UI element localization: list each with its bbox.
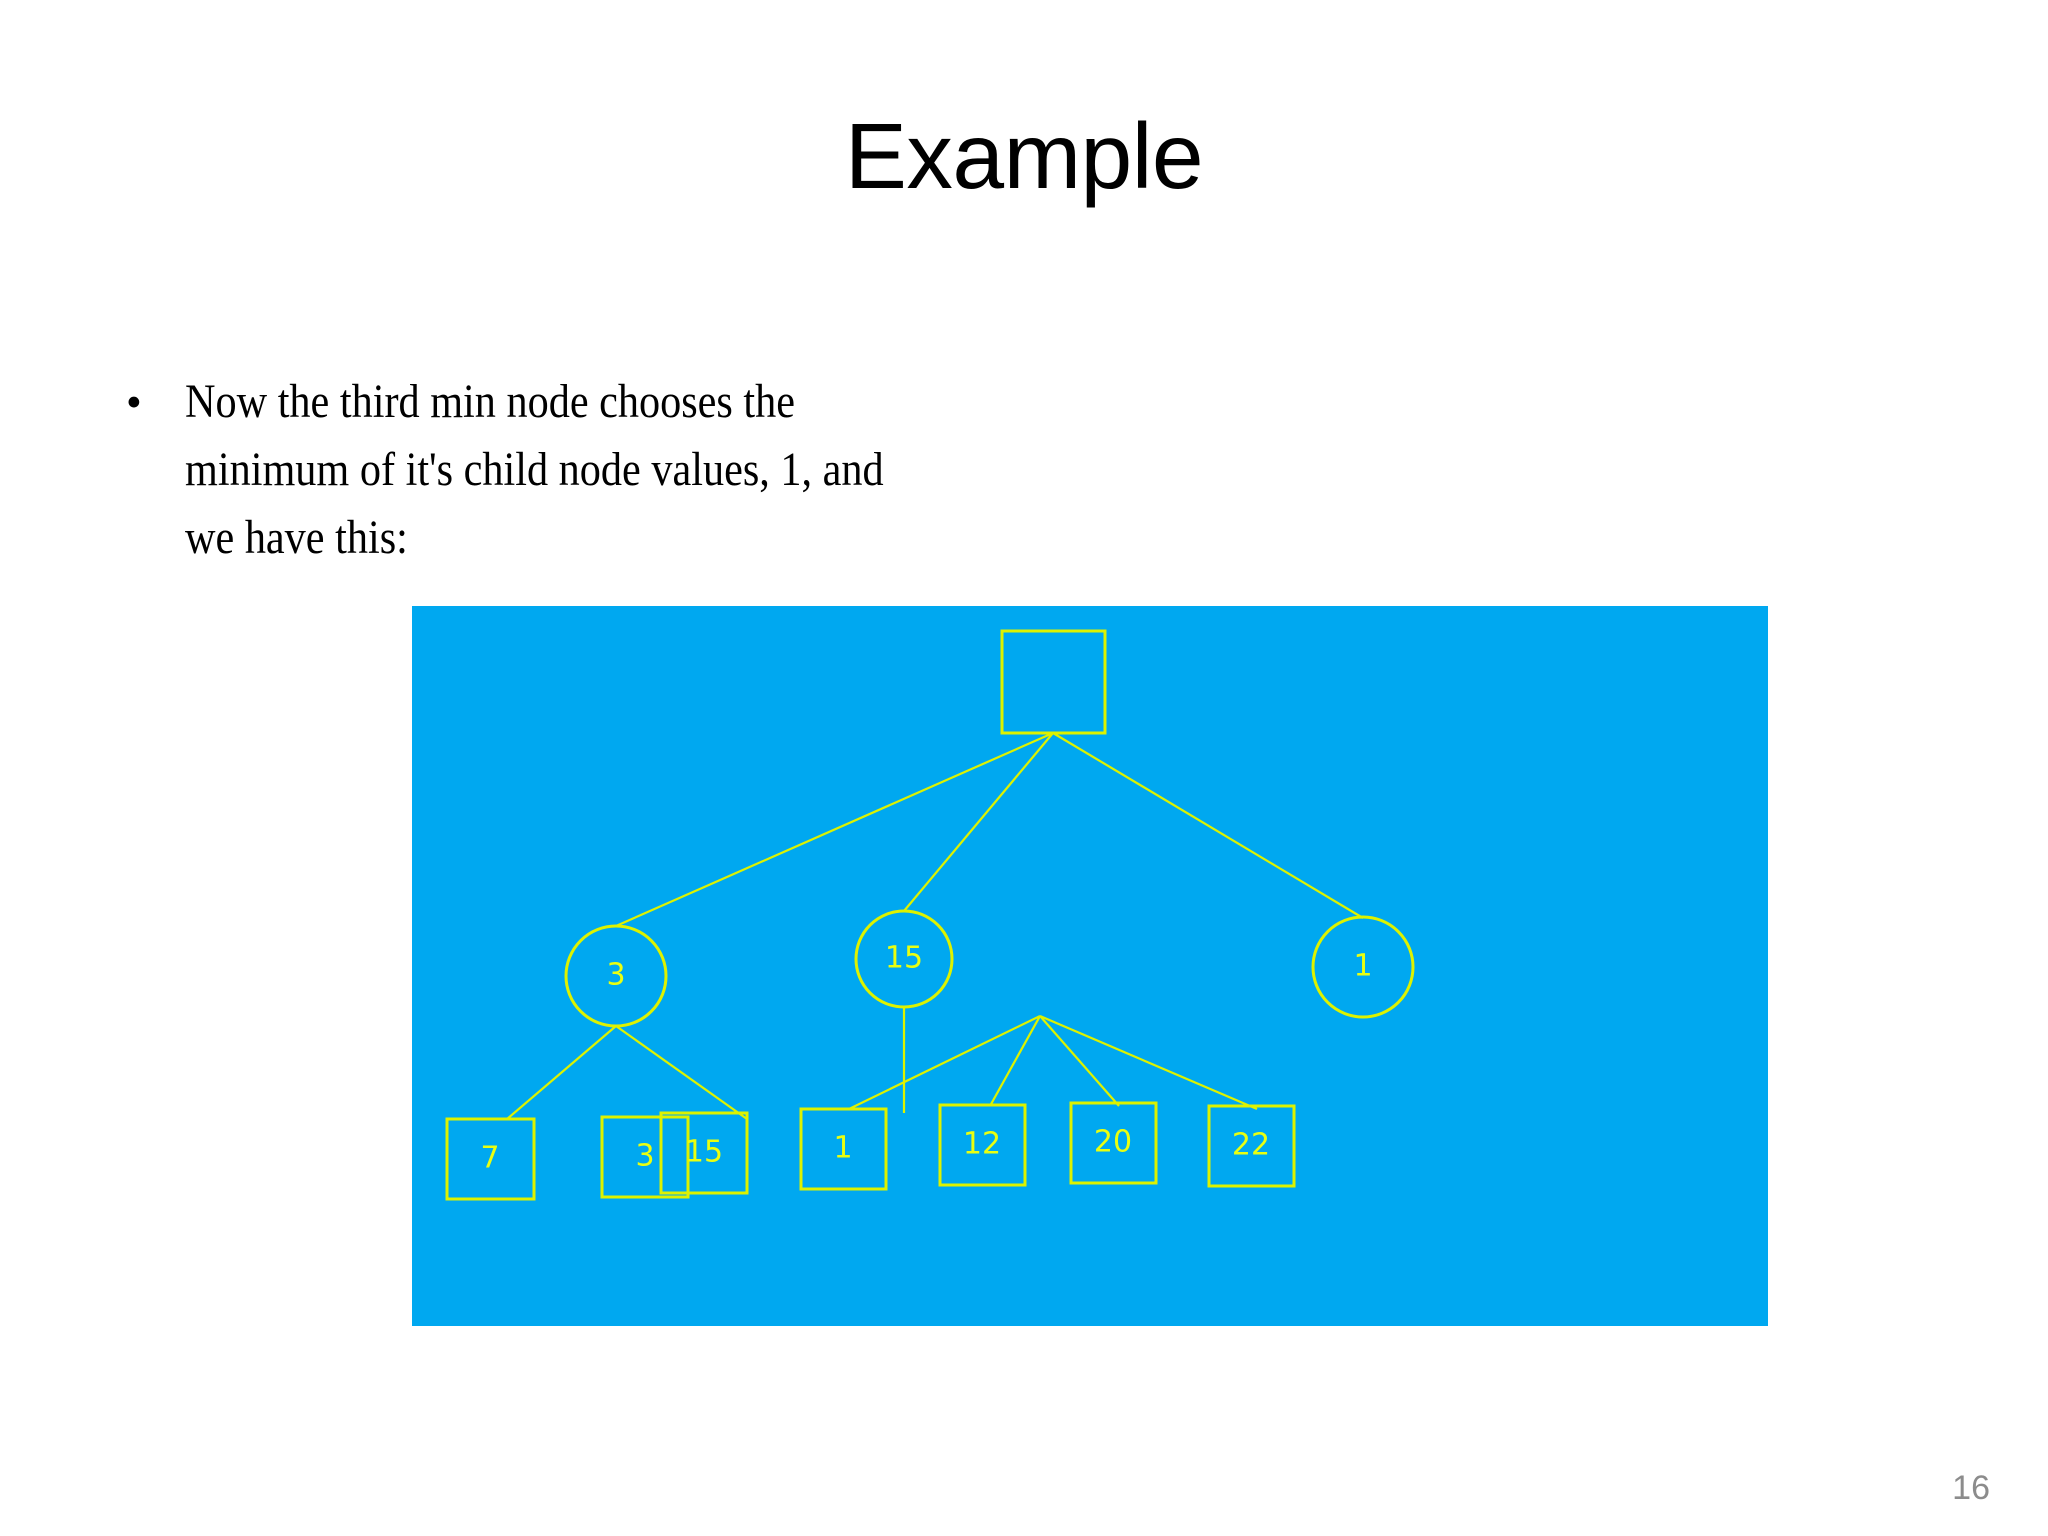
body-content: • Now the third min node chooses the min… — [110, 368, 1250, 572]
tree-diagram-panel: 3 15 1 7 3 15 — [412, 606, 1768, 1326]
leaf-node-box[interactable] — [600, 1115, 690, 1199]
leaf-node-label: 7 — [480, 1141, 499, 1176]
level2-node-circle[interactable] — [854, 909, 954, 1009]
tree-leaf-0[interactable]: 7 — [445, 1117, 536, 1201]
leaf-node-box[interactable] — [1207, 1104, 1296, 1188]
leaf-node-box[interactable] — [659, 1111, 749, 1195]
tree-leaf-1[interactable]: 3 — [600, 1115, 690, 1199]
edge-node1-to-leaf-1 — [848, 1015, 1041, 1110]
bullet-text: Now the third min node chooses the minim… — [185, 368, 1122, 572]
page-number: 16 — [1952, 1469, 1990, 1507]
edge-root-to-node-3 — [615, 731, 1054, 928]
edge-node3-to-leaf-3 — [615, 1025, 748, 1120]
tree-leaf-3[interactable]: 1 — [799, 1107, 888, 1191]
bullet-text-line-2: minimum of it's child node values, 1, an… — [185, 443, 884, 496]
leaf-node-label: 15 — [685, 1135, 723, 1170]
root-node-box[interactable] — [1000, 629, 1107, 735]
edges-node1-to-leaves — [848, 1014, 1258, 1111]
edge-node1-to-leaf-12 — [989, 1015, 1041, 1107]
edges-root-to-level2 — [615, 731, 1364, 928]
leaf-node-label: 12 — [963, 1127, 1001, 1162]
level2-node-circle[interactable] — [1311, 915, 1415, 1019]
bullet-text-line-1: Now the third min node chooses the — [185, 375, 796, 428]
leaf-node-box[interactable] — [799, 1107, 888, 1191]
tree-node-level2-1[interactable]: 15 — [854, 909, 954, 1009]
edge-root-to-node-1 — [1052, 732, 1364, 919]
edge-node1-to-leaf-22 — [1039, 1014, 1258, 1111]
edge-root-to-node-15 — [903, 732, 1054, 912]
tree-node-level2-2[interactable]: 1 — [1311, 915, 1415, 1019]
level2-node-label: 3 — [606, 958, 625, 993]
leaf-node-label: 1 — [833, 1131, 852, 1166]
edge-node3-to-leaf-7 — [506, 1025, 617, 1120]
tree-leaf-5[interactable]: 20 — [1069, 1101, 1158, 1185]
edge-node1-to-leaf-20 — [1039, 1015, 1120, 1107]
tree-leaf-2[interactable]: 15 — [659, 1111, 749, 1195]
leaf-node-label: 22 — [1232, 1128, 1270, 1163]
bullet-text-line-3: we have this: — [185, 511, 408, 564]
list-item: • Now the third min node chooses the min… — [110, 368, 1250, 572]
level2-node-circle[interactable] — [564, 924, 668, 1028]
tree-diagram-svg: 3 15 1 7 3 15 — [445, 629, 1415, 1201]
leaf-node-box[interactable] — [938, 1103, 1027, 1187]
edges-node3-to-leaves — [506, 1025, 748, 1120]
page-title: Example — [844, 104, 1204, 208]
tree-leaf-6[interactable]: 22 — [1207, 1104, 1296, 1188]
leaf-node-label: 3 — [635, 1139, 654, 1174]
leaf-node-box[interactable] — [445, 1117, 536, 1201]
tree-node-root[interactable] — [1000, 629, 1107, 735]
level2-node-label: 1 — [1353, 949, 1372, 984]
level2-node-label: 15 — [885, 941, 923, 976]
bullet-marker-icon: • — [126, 377, 142, 427]
tree-leaf-4[interactable]: 12 — [938, 1103, 1027, 1187]
tree-node-level2-0[interactable]: 3 — [564, 924, 668, 1028]
leaf-node-box[interactable] — [1069, 1101, 1158, 1185]
leaf-node-label: 20 — [1094, 1125, 1132, 1160]
